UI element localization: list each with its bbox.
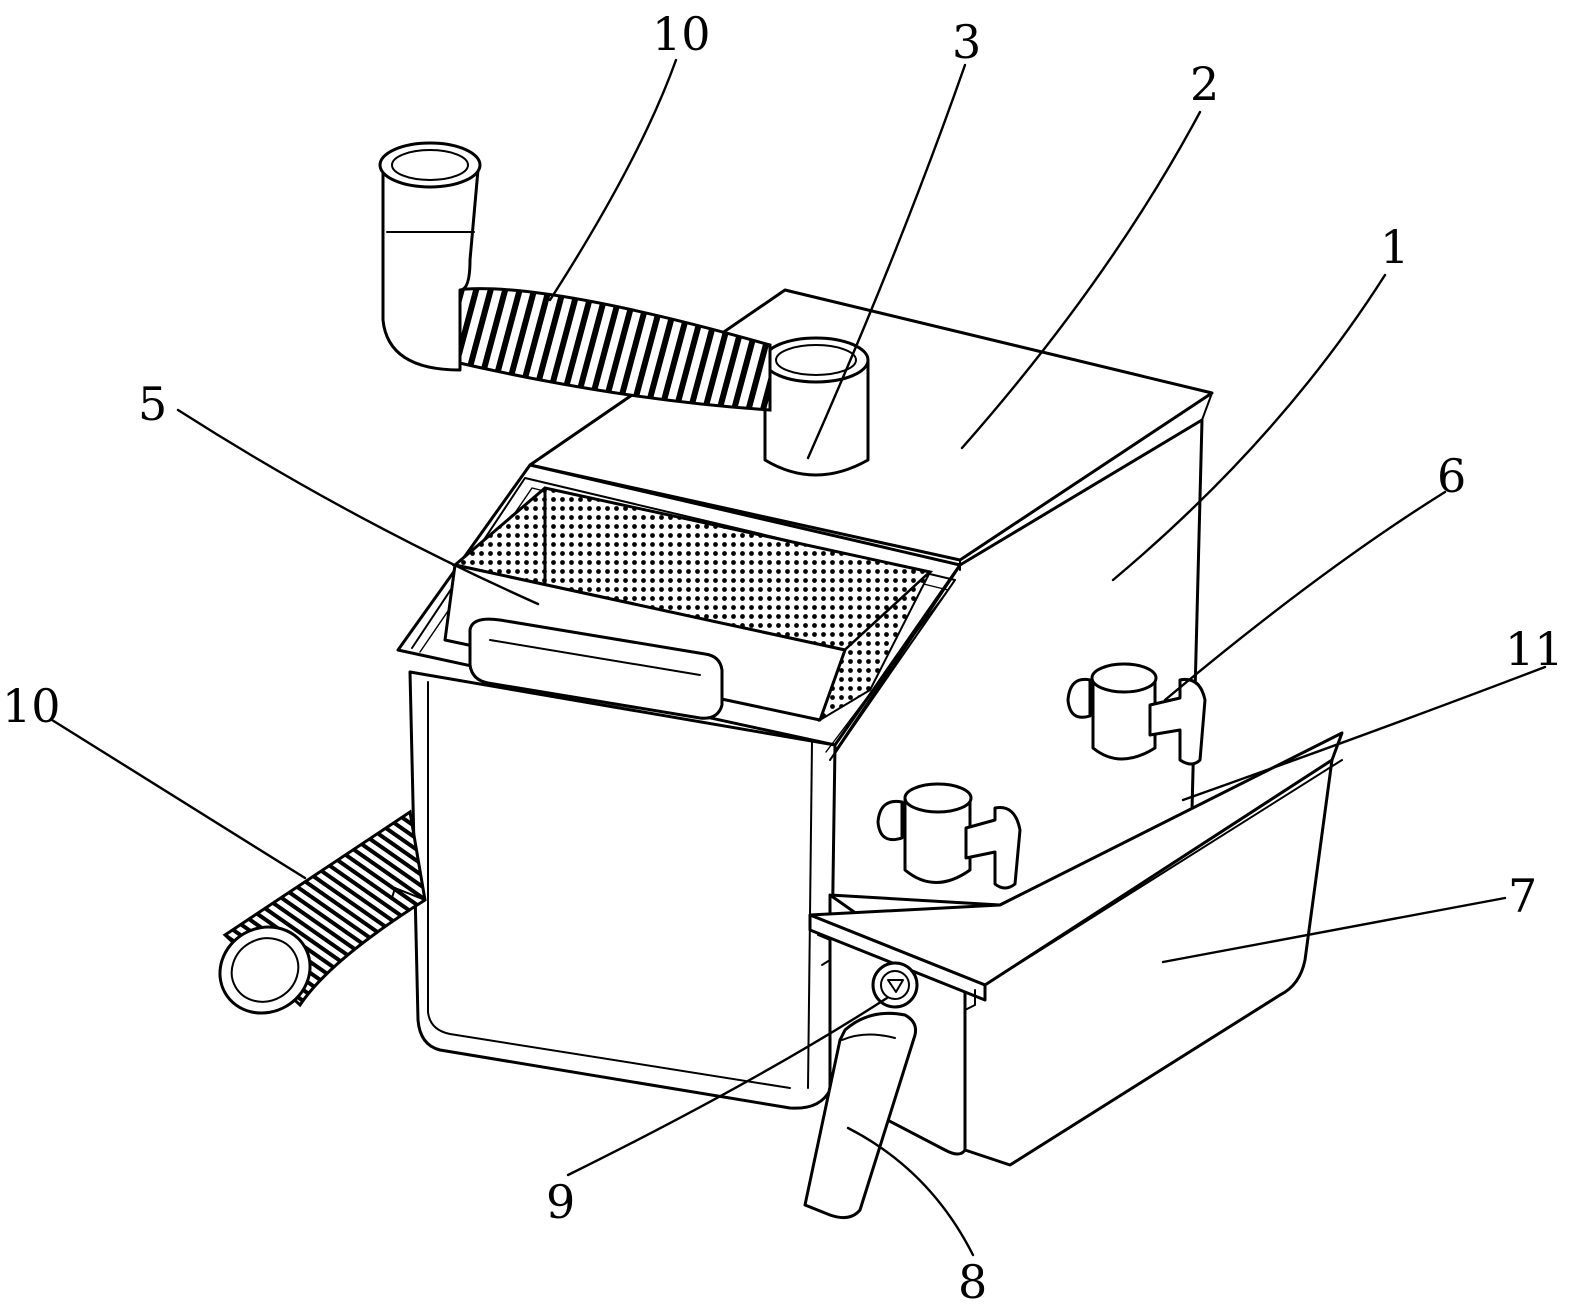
callout-6: 6: [1437, 449, 1466, 503]
callout-8: 8: [958, 1255, 987, 1309]
callout-9: 9: [546, 1175, 575, 1229]
callout-5: 5: [138, 377, 167, 431]
callout-10-top: 10: [652, 7, 711, 61]
callout-2: 2: [1190, 57, 1219, 111]
callout-7: 7: [1508, 869, 1537, 923]
callout-10-bottom: 10: [2, 679, 61, 733]
top-pipe-stub: [762, 336, 870, 477]
leader-lines: [50, 58, 1547, 1257]
valve-lower: [876, 782, 1022, 890]
callout-1: 1: [1380, 220, 1409, 274]
top-hose: [378, 141, 772, 412]
drain-lever: [803, 1011, 917, 1220]
callout-11: 11: [1505, 622, 1564, 676]
valve-upper: [1066, 662, 1207, 766]
filter-basket: [443, 486, 934, 723]
bottom-hose: [218, 809, 427, 1015]
callout-3: 3: [952, 15, 981, 69]
indicator-knob: [871, 961, 919, 1009]
